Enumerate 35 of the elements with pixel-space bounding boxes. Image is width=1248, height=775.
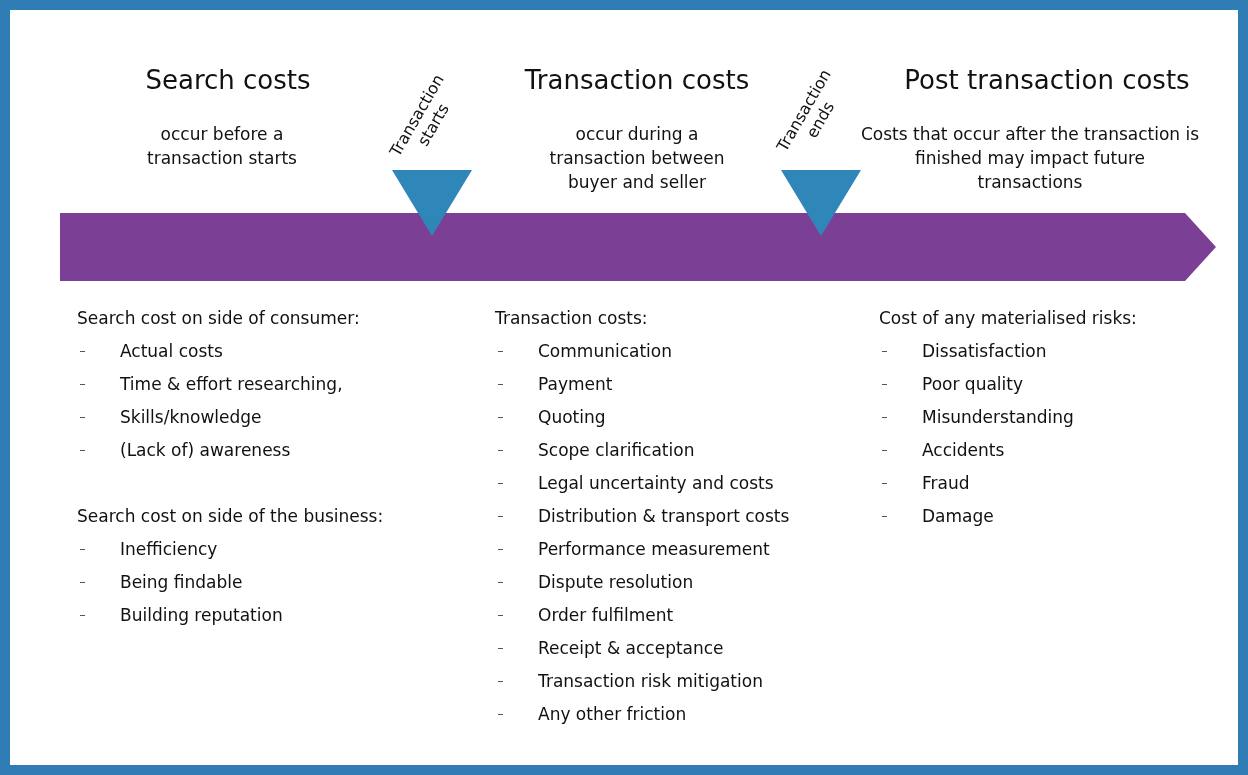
phase-description: Costs that occur after the transaction is finished may impact future transactions <box>860 123 1200 194</box>
list-item: Poor quality <box>922 373 1023 396</box>
list-item: Transaction risk mitigation <box>538 670 763 693</box>
phase-heading: Search costs <box>145 68 311 92</box>
list-item: Inefficiency <box>120 538 218 561</box>
list-heading: Transaction costs: <box>495 307 648 330</box>
list-item: Any other friction <box>538 703 687 726</box>
list-item: Misunderstanding <box>922 406 1074 429</box>
list-item: Scope clarification <box>538 439 695 462</box>
list-item: Damage <box>922 505 994 528</box>
phase-description: occur before a transaction starts <box>146 123 298 170</box>
list-item: Skills/knowledge <box>120 406 262 429</box>
list-item: Receipt & acceptance <box>538 637 724 660</box>
list-item: Dispute resolution <box>538 571 694 594</box>
phase-heading: Transaction costs <box>524 68 750 92</box>
list-item: Communication <box>538 340 672 363</box>
list-item: (Lack of) awareness <box>120 439 291 462</box>
list-item: Actual costs <box>120 340 223 363</box>
phase-description: occur during a transaction between buyer and seller <box>548 123 726 194</box>
list-item: Performance measurement <box>538 538 770 561</box>
list-item: Building reputation <box>120 604 283 627</box>
list-item: Legal uncertainty and costs <box>538 472 774 495</box>
list-item: Dissatisfaction <box>922 340 1047 363</box>
list-item: Quoting <box>538 406 606 429</box>
list-item: Time & effort researching, <box>120 373 343 396</box>
list-item: Being findable <box>120 571 243 594</box>
list-item: Accidents <box>922 439 1005 462</box>
list-heading: Cost of any materialised risks: <box>879 307 1137 330</box>
list-heading: Search cost on side of consumer: <box>77 307 360 330</box>
list-item: Fraud <box>922 472 970 495</box>
list-item: Order fulfilment <box>538 604 674 627</box>
list-item: Payment <box>538 373 613 396</box>
list-heading: Search cost on side of the business: <box>77 505 384 528</box>
phase-heading: Post transaction costs <box>904 68 1190 92</box>
list-item: Distribution & transport costs <box>538 505 790 528</box>
